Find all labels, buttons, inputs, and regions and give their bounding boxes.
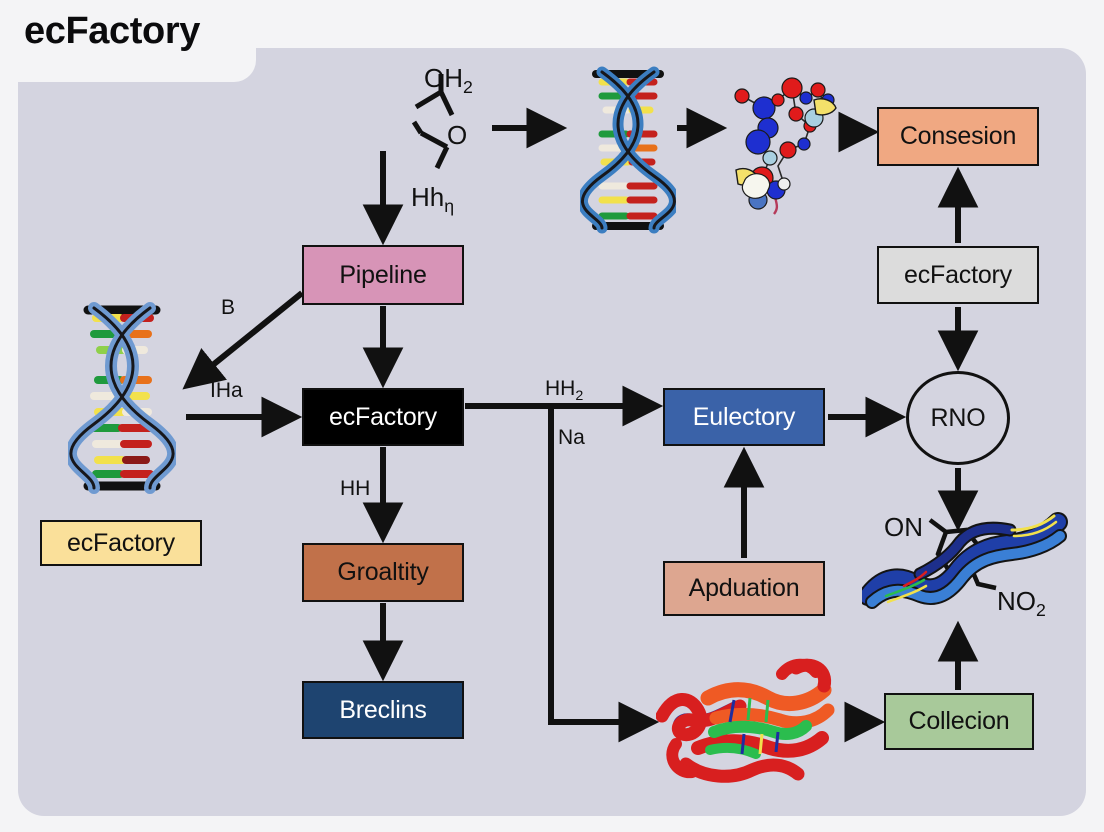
chem-label-text: Hh (411, 182, 445, 212)
node-eulectory[interactable]: Eulectory (663, 388, 825, 446)
chem-label-text: OH (424, 63, 463, 93)
page-title: ecFactory (24, 10, 200, 52)
node-label: Groaltity (337, 558, 429, 586)
node-rno[interactable]: RNO (906, 371, 1010, 465)
chem-label-text: ON (884, 512, 923, 542)
protein-ribbon-blue-icon (858, 512, 1070, 624)
label-iha: IHa (210, 379, 243, 403)
node-ecfactory_out[interactable]: ecFactory (877, 246, 1039, 304)
chem-o: O (447, 120, 467, 151)
chemical-structure-icon (411, 74, 455, 170)
node-pipeline[interactable]: Pipeline (302, 245, 464, 305)
panel-notch (18, 48, 256, 82)
protein-ribbon-red-icon (655, 654, 846, 796)
node-consesion[interactable]: Consesion (877, 107, 1039, 166)
node-label: Collecion (908, 707, 1010, 735)
node-label: ecFactory (904, 260, 1012, 289)
chem-label-text: O (447, 120, 468, 150)
chem-oh2: OH2 (424, 63, 473, 98)
node-label: Pipeline (339, 260, 427, 289)
node-label: Eulectory (692, 402, 796, 431)
node-ecfactory_core[interactable]: ecFactory (302, 388, 464, 446)
node-label: ecFactory (329, 402, 437, 431)
node-label: Apduation (688, 574, 800, 602)
node-collecion[interactable]: Collecion (884, 693, 1034, 750)
label-na: Na (558, 426, 585, 450)
chem-on: ON (884, 512, 923, 543)
label-b: B (221, 296, 235, 320)
node-label: RNO (930, 403, 986, 432)
node-apduation[interactable]: Apduation (663, 561, 825, 616)
dna-double-helix-left (64, 288, 180, 508)
edge-label-text: HH (545, 377, 576, 400)
arrow-ecfactory-to-ribbon (548, 406, 660, 743)
chem-hh1: Hhη (411, 182, 454, 217)
node-label: Consesion (899, 122, 1017, 150)
node-ecfactory_seed[interactable]: ecFactory (40, 520, 202, 566)
chem-label-sub: 2 (463, 77, 473, 98)
arrow-pipeline-to-dna (182, 290, 304, 390)
node-label: ecFactory (67, 528, 175, 557)
chem-label-sub: η (444, 196, 455, 217)
chem-label-text: NO (997, 586, 1036, 616)
label-hh: HH (340, 477, 370, 501)
edge-label-text: Na (558, 426, 585, 449)
dna-double-helix-top (577, 58, 680, 240)
node-breclins[interactable]: Breclins (302, 681, 464, 739)
edge-label-text: B (221, 296, 236, 319)
edge-label-sub: 2 (575, 388, 584, 405)
edge-label-text: HH (340, 477, 371, 500)
node-label: Breclins (339, 695, 427, 724)
edge-label-text: IHa (210, 379, 243, 402)
ball-and-stick-molecule-icon (718, 74, 854, 216)
label-hh2: HH2 (545, 377, 583, 404)
chem-label-sub: 2 (1036, 600, 1046, 621)
node-groaltity[interactable]: Groaltity (302, 543, 464, 602)
chem-no2: NO2 (997, 586, 1046, 621)
